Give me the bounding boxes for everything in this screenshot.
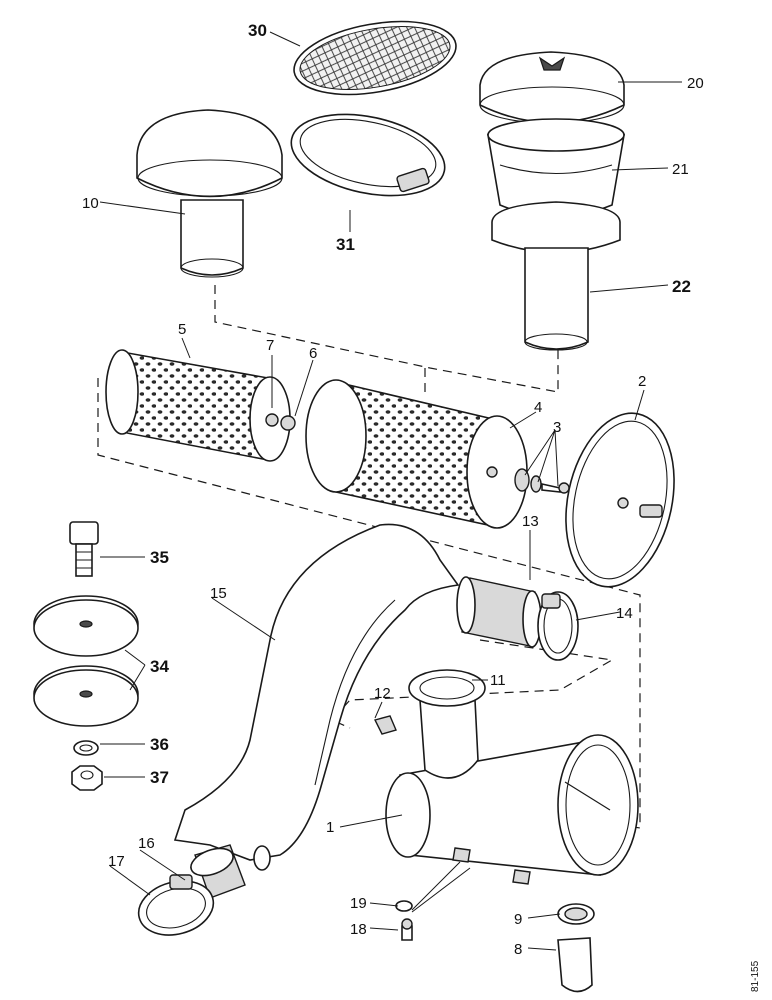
washer-plate-part xyxy=(33,595,139,727)
clamp-ring-part xyxy=(290,113,446,197)
callout-labels: 30 31 10 20 21 22 5 7 6 2 4 3 13 14 15 1… xyxy=(82,21,704,958)
oil-bath-precleaner-part xyxy=(479,51,626,351)
callout-17: 17 xyxy=(108,853,125,870)
hose-clamp-part xyxy=(537,591,579,661)
callout-2: 2 xyxy=(638,373,646,390)
end-cover-part xyxy=(565,412,675,588)
nut-part xyxy=(71,765,103,791)
figure-reference: 81-155 xyxy=(750,960,761,992)
callout-3: 3 xyxy=(553,419,561,436)
callout-30: 30 xyxy=(248,21,267,40)
screw-part xyxy=(401,918,413,941)
callout-1: 1 xyxy=(326,819,334,836)
callout-7: 7 xyxy=(266,337,274,354)
intake-hose-part xyxy=(173,523,460,861)
hose-end-part xyxy=(190,844,271,899)
secondary-filter-element-part xyxy=(105,349,291,462)
hose-end-clamp-part xyxy=(137,874,215,936)
callout-12: 12 xyxy=(374,685,391,702)
spring-washer-part xyxy=(73,740,99,756)
callout-31: 31 xyxy=(336,235,355,254)
callout-8: 8 xyxy=(514,941,522,958)
callout-5: 5 xyxy=(178,321,186,338)
callout-19: 19 xyxy=(350,895,367,912)
callout-14: 14 xyxy=(616,605,633,622)
callout-13: 13 xyxy=(522,513,539,530)
callout-10: 10 xyxy=(82,195,99,212)
mesh-screen-part xyxy=(293,20,457,96)
callout-20: 20 xyxy=(687,75,704,92)
washer-part xyxy=(395,900,413,912)
callout-15: 15 xyxy=(210,585,227,602)
callout-35: 35 xyxy=(150,548,169,567)
main-filter-element-part xyxy=(305,379,528,529)
callout-4: 4 xyxy=(534,399,542,416)
callout-34: 34 xyxy=(150,657,169,676)
wing-nut-part xyxy=(280,415,296,431)
callout-37: 37 xyxy=(150,768,169,787)
callout-9: 9 xyxy=(514,911,522,928)
callout-21: 21 xyxy=(672,161,689,178)
air-cleaner-body-part xyxy=(373,669,639,885)
leader-lines xyxy=(99,31,682,951)
callout-22: 22 xyxy=(672,277,691,296)
fastener-set-part xyxy=(514,468,570,494)
callout-16: 16 xyxy=(138,835,155,852)
drain-valve-part xyxy=(557,903,595,993)
callout-6: 6 xyxy=(309,345,317,362)
bolt-part xyxy=(69,521,99,577)
assembly-guide-lines xyxy=(97,285,641,829)
callout-36: 36 xyxy=(150,735,169,754)
precleaner-cap-part xyxy=(136,109,283,278)
callout-11: 11 xyxy=(490,672,506,689)
callout-18: 18 xyxy=(350,921,367,938)
hose-connector-part xyxy=(456,576,542,648)
